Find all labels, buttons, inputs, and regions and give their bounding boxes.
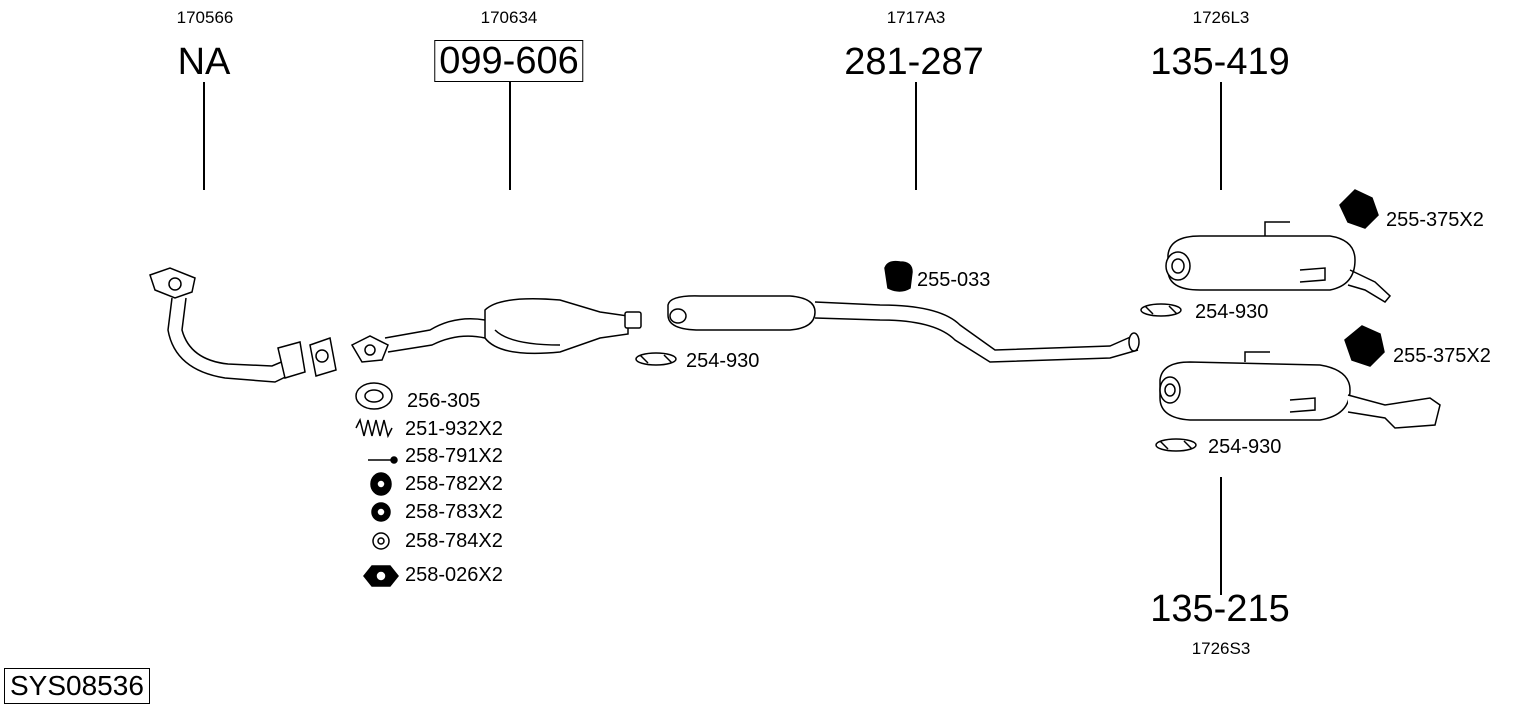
part-code-front-pipe: 170566 [176,8,234,27]
part-hanger-middle[interactable]: 255-033 [917,269,991,291]
part-bolt[interactable]: 258-791X2 [405,445,503,467]
bush-large-icon [370,472,392,496]
part-spring[interactable]: 251-932X2 [405,418,503,440]
part-code-catalyst: 170634 [480,8,538,27]
rear-silencer-bottom-drawing [1159,351,1441,429]
part-number-rear-silencer-alt[interactable]: 135-215 [1150,588,1290,630]
front-pipe-drawing [149,267,337,383]
part-number-rear-silencer[interactable]: 135-419 [1150,41,1290,83]
part-washer[interactable]: 258-784X2 [405,530,503,552]
part-hanger-rear-bottom[interactable]: 255-375X2 [1393,345,1491,367]
clamp-icon [1140,303,1182,317]
gasket-icon [355,382,393,410]
part-gasket[interactable]: 256-305 [407,390,481,412]
hanger-icon [884,260,913,292]
part-code-rear-silencer: 1726L3 [1192,8,1250,27]
hanger-icon [1344,325,1385,367]
rear-silencer-top-drawing [1165,221,1392,303]
spring-icon [355,417,393,439]
clamp-icon [635,352,677,366]
part-nut[interactable]: 258-026X2 [405,564,503,586]
part-number-middle-silencer[interactable]: 281-287 [844,41,984,83]
part-clamp-rear-bottom[interactable]: 254-930 [1208,436,1282,458]
washer-icon [372,532,390,550]
catalyst-drawing [350,298,642,363]
part-number-catalyst[interactable]: 099-606 [434,40,584,82]
part-bush-medium[interactable]: 258-783X2 [405,501,503,523]
part-bush-large[interactable]: 258-782X2 [405,473,503,495]
system-id: SYS08536 [4,668,150,704]
part-hanger-rear-top[interactable]: 255-375X2 [1386,209,1484,231]
part-code-middle-silencer: 1717A3 [886,8,946,27]
part-clamp-catalyst[interactable]: 254-930 [686,350,760,372]
leader-lines [203,82,1222,595]
part-code-rear-silencer-alt: 1726S3 [1191,639,1251,658]
clamp-icon [1155,438,1197,452]
part-number-front-pipe[interactable]: NA [177,41,231,83]
bush-medium-icon [371,502,391,522]
middle-silencer-drawing [667,295,1140,363]
nut-icon [363,565,399,587]
part-clamp-rear-top[interactable]: 254-930 [1195,301,1269,323]
bolt-icon [368,456,398,464]
hanger-icon [1339,189,1379,229]
